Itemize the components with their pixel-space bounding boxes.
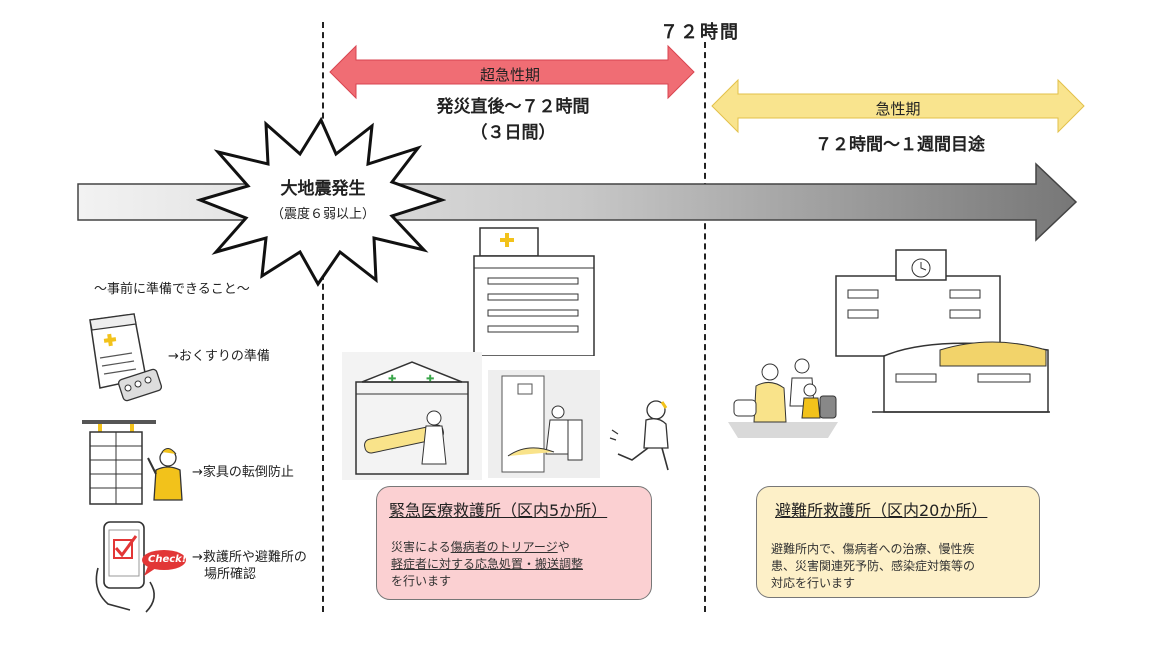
svg-text:✚: ✚ (426, 374, 434, 385)
marker-72h: ７２時間 (660, 22, 740, 43)
phase-arrow-acute (711, 78, 1085, 134)
phase-label-super-acute: 超急性期 (479, 66, 540, 84)
hospital-building-icon (473, 227, 595, 356)
phase-label-acute: 急性期 (875, 100, 921, 118)
phase-range-super-acute-sub: （３日間） (470, 123, 556, 143)
medicine-bag-icon (89, 313, 163, 402)
shelter-station-title: 避難所救護所（区内20か所） (775, 501, 988, 520)
shelter-station-desc: 避難所内で、傷病者への治療、慢性疾 患、災害関連死予防、感染症対策等の 対応を行… (771, 542, 976, 590)
preparation-heading: ～事前に準備できること～ (94, 282, 250, 297)
prep-label-furniture: →家具の転倒防止 (192, 465, 294, 480)
emergency-station-title: 緊急医療救護所（区内5か所） (389, 501, 608, 520)
phase-arrow-super-acute (329, 44, 695, 100)
timeline-divider-72h (704, 42, 706, 612)
medical-tent-icon: ✚ ✚ (342, 352, 482, 480)
emergency-station-card: 緊急医療救護所（区内5か所） 災害による傷病者のトリアージや 軽症者に対する応急… (376, 486, 652, 600)
earthquake-burst-icon (196, 116, 446, 287)
furniture-person-icon (82, 420, 183, 505)
timeline-arrow (77, 162, 1078, 242)
evacuee-family-icon (728, 358, 838, 438)
earthquake-subtitle: （震度６弱以上） (270, 207, 375, 222)
triage-scene-icon (488, 370, 600, 478)
earthquake-title: 大地震発生 (280, 179, 366, 199)
timeline-divider-onset (322, 22, 324, 612)
svg-text:✚: ✚ (388, 374, 396, 385)
phase-range-acute: ７２時間～１週間目途 (815, 135, 985, 155)
emergency-desc-line2: 軽症者に対する応急処置・搬送調整 (391, 557, 584, 571)
prep-label-location-line1: →救護所や避難所の (192, 550, 307, 565)
smartphone-check-icon (95, 521, 186, 613)
injured-person-icon (609, 400, 669, 471)
prep-label-medicine: →おくすりの準備 (168, 349, 270, 364)
emergency-station-desc: 災害による傷病者のトリアージや 軽症者に対する応急処置・搬送調整 を行います (391, 539, 643, 590)
emergency-desc-line1: 災害による傷病者のトリアージや (391, 540, 570, 554)
shelter-school-icon (835, 249, 1050, 413)
prep-label-location-line2: 場所確認 (204, 567, 257, 582)
shelter-station-card: 避難所救護所（区内20か所） 避難所内で、傷病者への治療、慢性疾 患、災害関連死… (756, 486, 1040, 598)
phase-range-super-acute: 発災直後～７２時間 (436, 97, 590, 117)
emergency-desc-line3: を行います (391, 574, 452, 588)
check-badge: Check! (148, 554, 187, 565)
